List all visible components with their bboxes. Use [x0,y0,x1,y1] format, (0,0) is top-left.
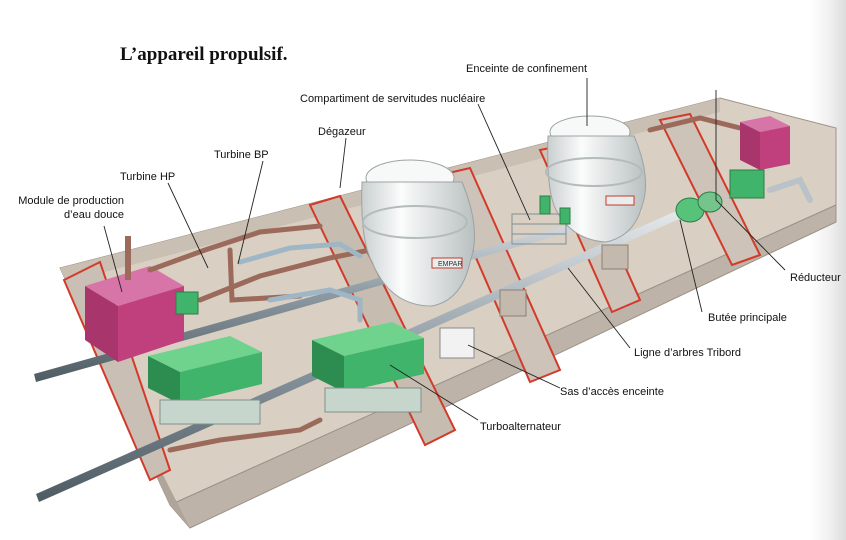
leader-degazeur [339,137,347,189]
reducer-area [675,116,813,223]
module-front [85,286,118,362]
reactor-fore-body [547,135,647,243]
pipe-d [647,115,743,133]
leader-turbo [389,364,479,421]
reducer-magenta-front [740,122,760,170]
label-module-line-1: Module de production d’eau douce [18,195,124,221]
module-chimney [125,236,131,280]
label-degazeur: Dégazeur [318,126,366,138]
reactor-fore-tag [605,195,635,206]
reducer-box [729,169,765,199]
turbine-hp-top [148,336,262,372]
nuclear-services-rack [511,195,571,245]
fresh-water-module [85,236,184,362]
label-enceinte-confinement: Enceinte de confinement [466,63,588,75]
bulkhead-4 [658,112,762,267]
label-ligne-arbres: Ligne d’arbres Tribord [634,347,742,359]
pipe-a [147,223,323,273]
leader-compartiment [477,103,531,221]
turbine-hp-side [180,352,262,404]
leader-module [103,225,123,293]
reducer-pipe [767,176,813,203]
pipe-f [237,241,363,265]
leader-turbine-bp [237,160,264,265]
pipework-blue [237,241,363,323]
shaft-support-1 [499,289,527,317]
rack-frame [511,213,567,245]
reducer-magenta-top [740,116,790,132]
module-side [118,286,184,362]
turbine-hp-front [148,356,180,404]
label-turbine-hp: Turbine HP [120,171,176,183]
label-reducteur: Réducteur [790,272,841,284]
leader-ligne [567,267,631,349]
label-butee-principale: Butée principale [708,312,787,324]
reactor-fore-ring [545,157,643,187]
turbo-side [344,338,424,392]
rack-box-2 [559,207,571,225]
turbo-front [312,340,344,392]
module-top [85,266,184,306]
reducer-magenta-side [760,126,790,170]
turbo-top [312,322,424,356]
sas-acces-box [439,327,475,359]
reactor-aft-tag [431,257,463,269]
base-frame-1 [159,399,261,425]
reactor-fore [545,115,647,243]
page-title: L’appareil propulsif. [120,44,288,65]
reactor-aft-body [361,181,475,307]
label-turboalternateur: Turboalternateur [480,421,561,433]
shaft-support-2 [601,244,629,270]
page-edge-shadow [810,0,846,540]
label-compartiment-servitudes: Compartiment de servitudes nucléaire [300,93,486,105]
leader-reducteur [715,90,786,271]
small-green-box [175,291,199,315]
leader-butee [679,219,703,313]
reactor-aft: EMPAR [361,159,475,307]
label-sas-acces: Sas d’accès enceinte [560,386,664,398]
turbine-group [148,291,424,425]
leader-sas [467,344,561,389]
leader-turbine-hp [167,182,209,269]
leader-lines [103,78,786,421]
reactor-aft-marking: EMPAR [438,261,462,268]
label-module-eau-douce: Module de production d’eau douce [12,194,124,222]
pipe-g [267,287,363,323]
base-frame-2 [324,387,422,413]
label-turbine-bp: Turbine BP [214,149,269,161]
reactor-aft-ring [362,205,468,239]
rack-box-1 [539,195,551,215]
pipe-c [167,417,323,453]
